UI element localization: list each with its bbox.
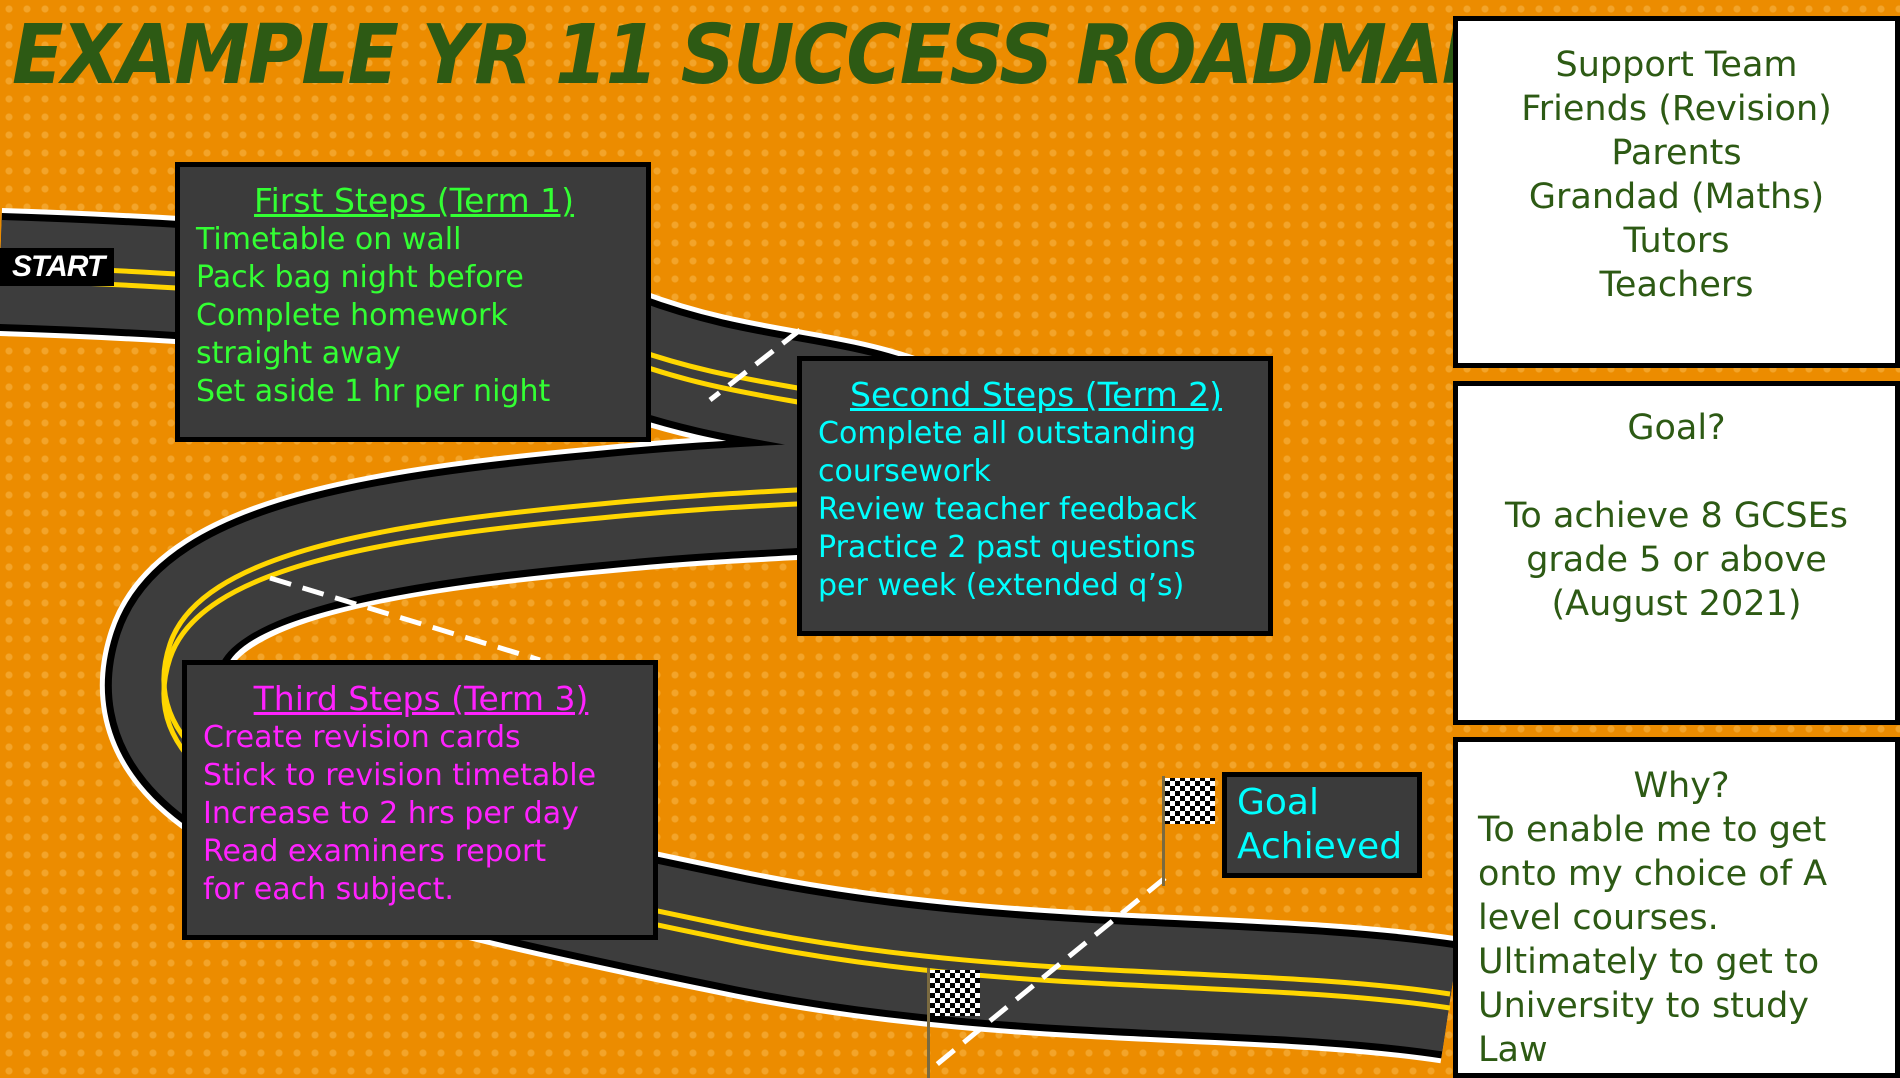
step-item: coursework	[818, 454, 991, 489]
goal-panel: Goal? To achieve 8 GCSEs grade 5 or abov…	[1453, 381, 1900, 725]
goal-text-line: grade 5 or above	[1526, 540, 1827, 580]
step-item: Practice 2 past questions	[818, 530, 1196, 565]
why-text-line: Ultimately to get to	[1478, 942, 1820, 982]
step-heading: First Steps (Term 1)	[254, 181, 574, 220]
step-item: Complete homework	[196, 298, 508, 333]
why-heading: Why?	[1633, 766, 1730, 806]
step-card-term-2: Second Steps (Term 2) Complete all outst…	[797, 356, 1273, 636]
step-item: Create revision cards	[203, 720, 521, 755]
step-list: Complete all outstanding coursework Revi…	[818, 415, 1254, 605]
page-title: Example Yr 11 Success Roadmap	[12, 8, 1497, 103]
checkered-flag-icon	[927, 968, 980, 1078]
step-item: Review teacher feedback	[818, 492, 1197, 527]
why-text-line: onto my choice of A	[1478, 854, 1828, 894]
step-list: Timetable on wall Pack bag night before …	[196, 221, 632, 411]
why-panel: Why? To enable me to get onto my choice …	[1453, 737, 1900, 1078]
goal-text-line: (August 2021)	[1551, 584, 1802, 624]
step-heading: Third Steps (Term 3)	[253, 679, 589, 718]
step-item: per week (extended q’s)	[818, 568, 1185, 603]
why-text-line: Law	[1478, 1030, 1548, 1070]
checkered-flag-icon	[1162, 776, 1215, 886]
why-text-line: To enable me to get	[1478, 810, 1827, 850]
support-team-panel: Support Team Friends (Revision) Parents …	[1453, 16, 1900, 368]
support-team-item: Tutors	[1623, 221, 1730, 261]
step-item: Timetable on wall	[196, 222, 462, 257]
start-sign: START	[0, 248, 114, 286]
why-text-line: University to study	[1478, 986, 1810, 1026]
step-item: Increase to 2 hrs per day	[203, 796, 579, 831]
step-item: straight away	[196, 336, 401, 371]
step-item: Read examiners report	[203, 834, 547, 869]
step-item: Complete all outstanding	[818, 416, 1197, 451]
goal-achieved-label: Goal Achieved	[1222, 772, 1422, 878]
goal-heading: Goal?	[1627, 408, 1726, 448]
support-team-item: Parents	[1611, 133, 1742, 173]
goal-achieved-line: Goal	[1237, 782, 1319, 823]
step-item: Stick to revision timetable	[203, 758, 597, 793]
why-text-line: level courses.	[1478, 898, 1719, 938]
step-card-term-1: First Steps (Term 1) Timetable on wall P…	[175, 162, 651, 442]
step-item: for each subject.	[203, 872, 454, 907]
step-item: Set aside 1 hr per night	[196, 374, 551, 409]
step-item: Pack bag night before	[196, 260, 524, 295]
support-team-item: Teachers	[1599, 265, 1754, 305]
step-list: Create revision cards Stick to revision …	[203, 719, 639, 909]
step-card-term-3: Third Steps (Term 3) Create revision car…	[182, 660, 658, 940]
goal-achieved-line: Achieved	[1237, 826, 1403, 867]
step-heading: Second Steps (Term 2)	[850, 375, 1222, 414]
support-team-list: Support Team Friends (Revision) Parents …	[1458, 43, 1895, 307]
goal-text-line: To achieve 8 GCSEs	[1505, 496, 1848, 536]
support-team-item: Friends (Revision)	[1521, 89, 1832, 129]
support-team-item: Grandad (Maths)	[1528, 177, 1825, 217]
support-team-item: Support Team	[1555, 45, 1798, 85]
